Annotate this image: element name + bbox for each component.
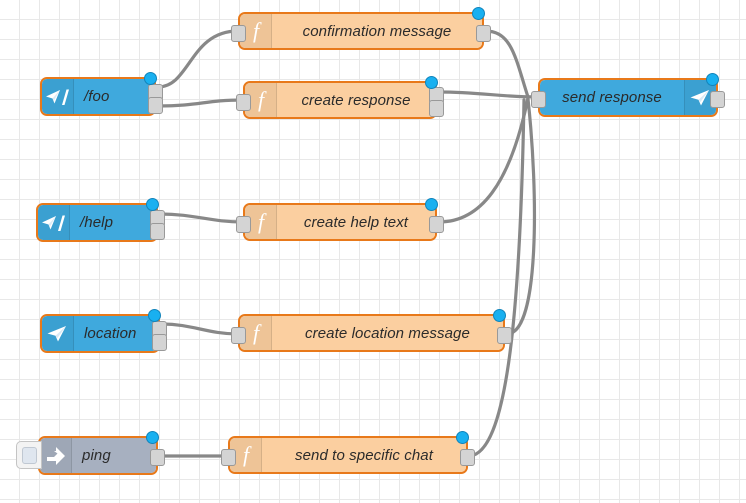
node-confirmation-message[interactable]: f confirmation message: [231, 7, 491, 50]
node-body: f create response: [245, 83, 435, 117]
output-port-0[interactable]: [150, 449, 165, 466]
wire-location-to-create-location-message[interactable]: [160, 322, 240, 336]
status-dot: [456, 431, 469, 444]
input-port[interactable]: [231, 24, 246, 42]
input-port[interactable]: [531, 91, 546, 108]
node-body: f create location message: [240, 316, 503, 350]
svg-text:f: f: [257, 210, 266, 234]
output-port-1[interactable]: [148, 96, 163, 114]
node-label: send to specific chat: [294, 446, 433, 464]
status-dot: [706, 73, 719, 86]
output-port-1[interactable]: [150, 222, 165, 240]
node-body: send response: [540, 80, 716, 115]
wire-create-location-message-to-send-response[interactable]: [505, 97, 537, 336]
wire-send-to-specific-chat-to-send-response[interactable]: [468, 98, 526, 458]
svg-text:f: f: [242, 443, 251, 467]
node-label: create response: [301, 91, 411, 109]
status-dot: [148, 309, 161, 322]
output-port-0[interactable]: [476, 24, 491, 42]
node-location[interactable]: location: [40, 309, 167, 353]
wire-create-response-to-send-response[interactable]: [437, 90, 540, 99]
node-body: location: [42, 316, 158, 351]
input-port[interactable]: [231, 326, 246, 344]
status-dot: [425, 76, 438, 89]
output-port-1[interactable]: [152, 333, 167, 351]
telegram-command-icon: [38, 205, 70, 240]
telegram-command-icon: [42, 79, 74, 114]
wire-confirmation-to-send-response[interactable]: [484, 29, 530, 99]
node-create-help-text[interactable]: f create help text: [236, 198, 444, 241]
node-create-response[interactable]: f create response: [236, 76, 444, 119]
status-dot: [144, 72, 157, 85]
output-port-1[interactable]: [429, 99, 444, 117]
input-port[interactable]: [236, 93, 251, 111]
input-port[interactable]: [236, 215, 251, 233]
node-label: create location message: [305, 324, 470, 342]
wire-create-help-text-to-send-response[interactable]: [437, 96, 530, 224]
node-body: /foo: [42, 79, 154, 114]
wire-foo-out1-to-confirmation[interactable]: [156, 29, 240, 89]
svg-text:f: f: [252, 321, 261, 345]
svg-text:f: f: [257, 88, 266, 112]
inject-trigger-button[interactable]: [16, 441, 42, 469]
node-label: /help: [80, 214, 114, 231]
node-create-location-message[interactable]: f create location message: [231, 309, 512, 352]
wire-help-to-create-help-text[interactable]: [158, 212, 245, 224]
inject-arrow-icon: [40, 438, 72, 473]
node-body: f create help text: [245, 205, 435, 239]
status-dot: [493, 309, 506, 322]
node-label: create help text: [303, 213, 409, 231]
node-body: /help: [38, 205, 156, 240]
telegram-plane-icon: [684, 80, 716, 115]
node-body: f send to specific chat: [230, 438, 466, 472]
output-port-0[interactable]: [460, 448, 475, 466]
output-port-0[interactable]: [429, 215, 444, 233]
node-label: confirmation message: [302, 22, 452, 40]
node-label: send response: [562, 89, 662, 106]
node-ping[interactable]: ping: [16, 431, 165, 475]
status-dot: [146, 198, 159, 211]
status-dot: [146, 431, 159, 444]
node-body: f confirmation message: [240, 14, 482, 48]
telegram-plane-icon: [42, 316, 74, 351]
node-body: ping: [40, 438, 156, 473]
node-label: location: [84, 325, 137, 342]
status-dot: [425, 198, 438, 211]
node-send-response[interactable]: send response: [531, 73, 725, 117]
node-help[interactable]: /help: [36, 198, 165, 242]
node-foo[interactable]: /foo: [40, 72, 163, 116]
node-label: /foo: [84, 88, 110, 105]
svg-text:f: f: [252, 19, 261, 43]
input-port[interactable]: [221, 448, 236, 466]
status-dot: [472, 7, 485, 20]
wire-foo-out2-to-create-response[interactable]: [156, 98, 245, 108]
node-send-to-specific-chat[interactable]: f send to specific chat: [221, 431, 475, 474]
output-port-0[interactable]: [710, 91, 725, 108]
node-label: ping: [82, 447, 111, 464]
output-port-0[interactable]: [497, 326, 512, 344]
